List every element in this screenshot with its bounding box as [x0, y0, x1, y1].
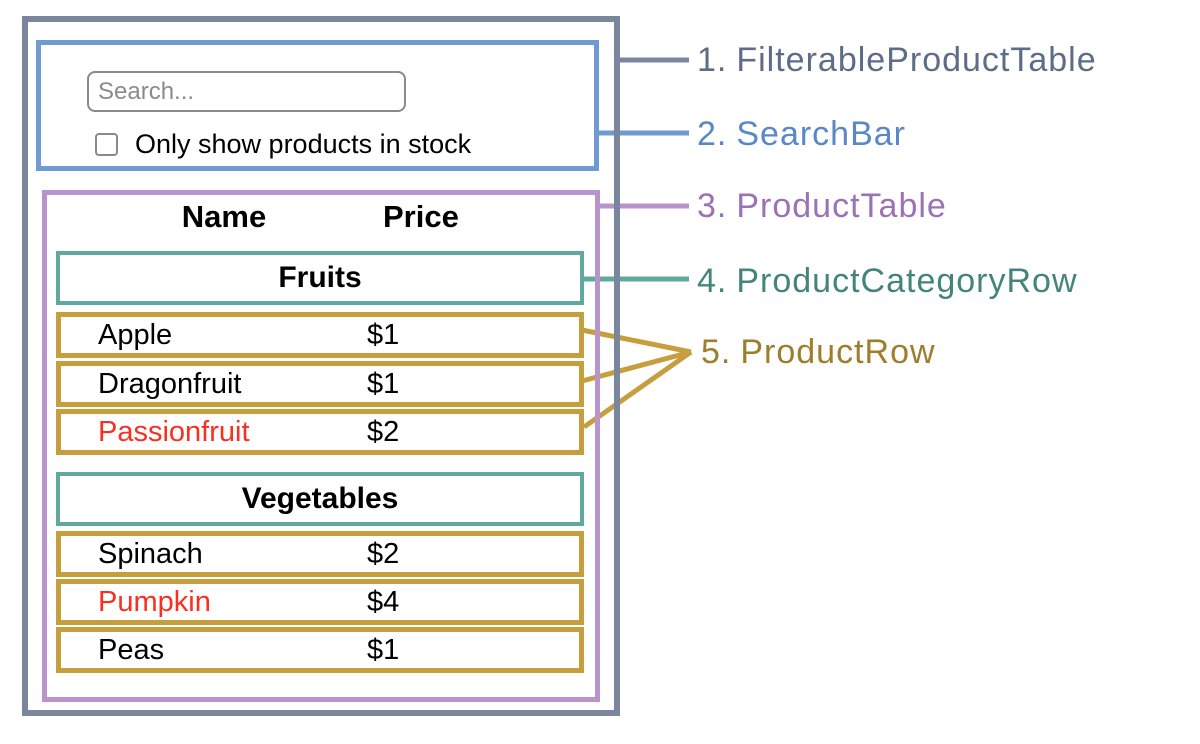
legend-label: ProductTable	[736, 187, 947, 225]
legend-label: ProductRow	[740, 333, 936, 371]
product-row: Passionfruit $2	[56, 409, 584, 455]
in-stock-label: Only show products in stock	[135, 129, 472, 159]
product-name: Spinach	[98, 537, 203, 570]
legend-item-product-category-row: 4.ProductCategoryRow	[697, 263, 1078, 300]
in-stock-filter[interactable]: Only show products in stock	[95, 129, 471, 160]
legend-number: 3.	[697, 187, 728, 225]
product-price: $2	[367, 537, 400, 570]
product-name: Pumpkin	[98, 585, 211, 618]
connector-product-row-apple	[581, 327, 692, 355]
product-category-row: Fruits	[56, 251, 584, 305]
connector-product-row-dragonfruit	[581, 349, 692, 384]
product-row: Spinach $2	[56, 531, 584, 577]
product-price: $4	[367, 585, 400, 618]
product-row: Apple $1	[56, 312, 584, 358]
legend-label: SearchBar	[736, 115, 906, 153]
product-table-box: Name Price Fruits Apple $1 Dragonfruit $…	[42, 190, 600, 702]
column-header-name: Name	[181, 199, 267, 234]
product-category-row: Vegetables	[56, 472, 584, 526]
product-row: Pumpkin $4	[56, 579, 584, 625]
legend-label: FilterableProductTable	[736, 41, 1097, 79]
product-price: $1	[367, 367, 400, 400]
product-row: Dragonfruit $1	[56, 361, 584, 407]
legend-item-product-row: 5.ProductRow	[701, 334, 936, 371]
in-stock-checkbox[interactable]	[95, 133, 118, 156]
search-bar-box: Only show products in stock	[36, 40, 599, 171]
product-row: Peas $1	[56, 627, 584, 673]
legend-number: 5.	[701, 333, 732, 371]
legend-item-filterable-product-table: 1.FilterableProductTable	[697, 42, 1097, 79]
legend-number: 1.	[697, 41, 728, 79]
legend-item-product-table: 3.ProductTable	[697, 188, 947, 225]
legend-number: 4.	[697, 262, 728, 300]
connector-product-row-passionfruit	[582, 349, 693, 430]
product-name: Dragonfruit	[98, 367, 242, 400]
product-name: Passionfruit	[98, 415, 250, 448]
legend-label: ProductCategoryRow	[736, 262, 1078, 300]
product-price: $2	[367, 415, 400, 448]
legend-number: 2.	[697, 115, 728, 153]
product-name: Apple	[98, 318, 173, 351]
filterable-product-table-box: Only show products in stock Name Price F…	[22, 16, 620, 716]
product-price: $1	[367, 633, 400, 666]
product-name: Peas	[98, 633, 165, 666]
legend-item-search-bar: 2.SearchBar	[697, 116, 906, 153]
category-label: Fruits	[278, 261, 362, 294]
product-price: $1	[367, 318, 400, 351]
search-input[interactable]	[87, 71, 406, 112]
column-header-price: Price	[383, 199, 459, 234]
category-label: Vegetables	[241, 482, 399, 515]
